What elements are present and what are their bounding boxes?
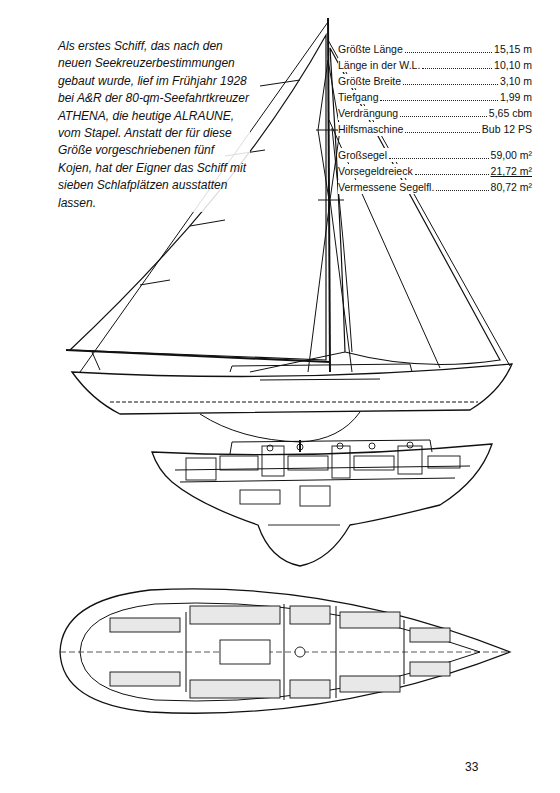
plan-hull (60, 589, 510, 713)
sole-line (175, 466, 470, 482)
interior-furniture (186, 442, 460, 525)
page-number: 33 (465, 760, 478, 774)
spec-value: 15,15 m (494, 42, 532, 56)
spec-row: Verdrängung 5,65 cbm (338, 106, 532, 120)
spec-name: Großsegel (338, 148, 387, 162)
spec-name: Größte Breite (338, 74, 401, 88)
spec-row: Größte Breite 3,10 m (338, 74, 532, 88)
boom (66, 350, 330, 362)
spec-name: Vorsegeldreieck (338, 164, 413, 178)
spec-name: Hilfsmaschine (338, 122, 403, 136)
dot-leader (389, 158, 489, 159)
cabin-top (230, 364, 412, 380)
spec-value: Bub 12 PS (482, 122, 532, 136)
spec-value: 10,10 m (494, 58, 532, 72)
spec-row: Vorsegeldreieck 21,72 m² (338, 164, 532, 178)
spec-row: Hilfsmaschine Bub 12 PS (338, 122, 532, 136)
dot-leader (403, 84, 498, 85)
spec-value: 1,99 m (500, 90, 532, 104)
spec-row: Länge in der W.L. 10,10 m (338, 58, 532, 72)
keel-outline (200, 412, 360, 442)
spec-value: 21,72 m² (491, 164, 532, 178)
spec-value: 80,72 m² (491, 180, 532, 194)
spec-row: Tiefgang 1,99 m (338, 90, 532, 104)
hull-profile (72, 364, 512, 414)
waterline (110, 402, 478, 403)
inboard-profile-hull (152, 444, 492, 566)
spreader (318, 200, 344, 201)
spec-name: Vermessene Segelfl. (338, 180, 434, 194)
spec-name: Größte Länge (338, 42, 403, 56)
dot-leader (436, 190, 488, 191)
spec-row: Vermessene Segelfl. 80,72 m² (338, 180, 532, 194)
spec-row: Größte Länge 15,15 m (338, 42, 532, 56)
centerline (60, 652, 510, 653)
sheets (92, 352, 345, 372)
bulkheads (186, 604, 404, 700)
spec-name: Tiefgang (338, 90, 378, 104)
dot-leader (405, 52, 492, 53)
spec-value: 5,65 cbm (489, 106, 532, 120)
dot-leader (415, 174, 489, 175)
spec-value: 3,10 m (500, 74, 532, 88)
spec-value: 59,00 m² (491, 148, 532, 162)
forestay (328, 40, 510, 366)
caption-text: Als erstes Schiff, das nach den neuen Se… (58, 38, 250, 212)
mast-step (299, 440, 301, 452)
spec-name: Verdrängung (338, 106, 398, 120)
dot-leader (422, 68, 492, 69)
plan-furniture (110, 606, 450, 698)
dot-leader (400, 116, 487, 117)
coachroof (230, 440, 432, 454)
spec-name: Länge in der W.L. (338, 58, 420, 72)
dot-leader (405, 132, 479, 133)
spec-row: Großsegel 59,00 m² (338, 148, 532, 162)
dot-leader (380, 100, 497, 101)
